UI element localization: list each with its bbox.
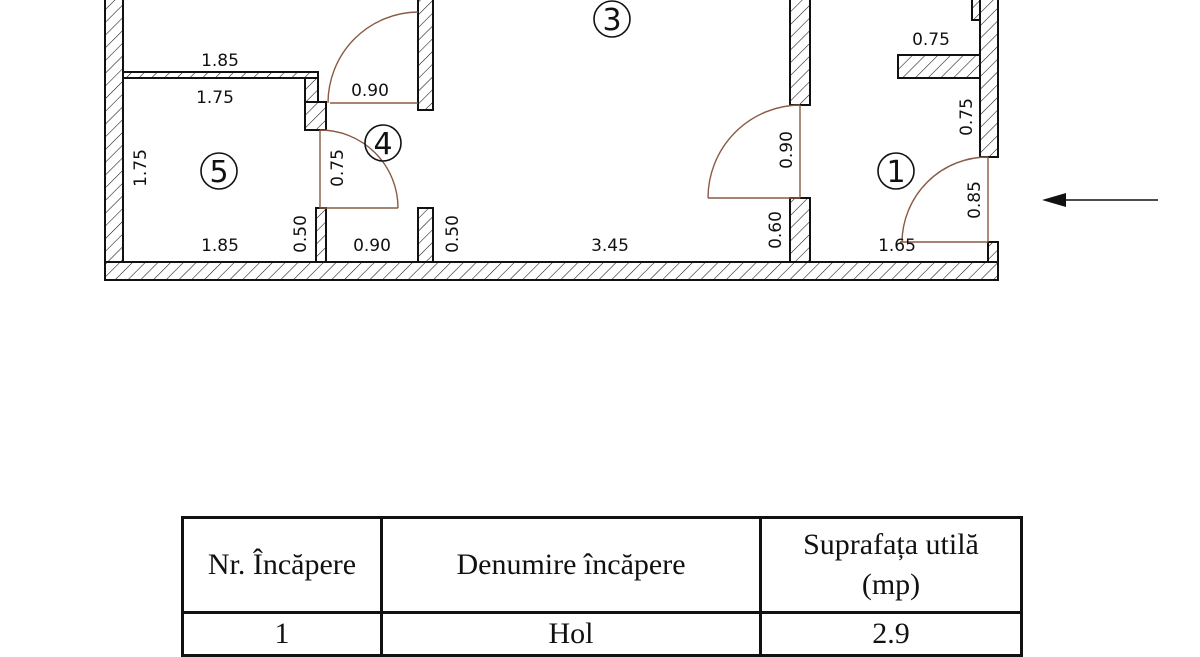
wall-room3-right-upper: [789, 0, 811, 106]
wall-right-outer-lower: [987, 241, 999, 263]
wall-right-outer-upper: [979, 0, 999, 158]
wall-room3-left-lower: [417, 207, 434, 263]
dimension-label: 1.85: [201, 236, 239, 256]
header-usable-area-line2: (mp): [861, 568, 921, 601]
room-labels: 3 4 5 1: [200, 0, 915, 190]
room-label-4: 4: [373, 127, 392, 162]
dimension-label: 0.90: [353, 236, 391, 256]
wall-room4-stub: [304, 101, 327, 131]
header-room-name-text: Denumire încăpere: [456, 548, 686, 581]
wall-room4-left-upper: [304, 77, 319, 103]
header-room-number: Nr. Încăpere: [181, 516, 383, 614]
wall-room1-shelf: [897, 54, 981, 79]
dimension-label: 0.75: [912, 30, 950, 50]
floor-plan: 3 4 5 1 1.85 1.75 0.90 0.75 0.75 1.75 0.…: [104, 0, 1158, 281]
dimension-label: 0.90: [351, 81, 389, 101]
dimension-label: 1.75: [131, 149, 151, 187]
wall-room3-left-upper: [417, 0, 434, 111]
cell-room-name-text: Hol: [548, 617, 594, 650]
room-label-5: 5: [209, 155, 228, 190]
dimension-label: 0.75: [328, 149, 348, 187]
door-room4: [319, 129, 399, 209]
dimension-label: 0.60: [766, 211, 786, 249]
dimension-label: 0.90: [777, 131, 797, 169]
table-header-row: Nr. Încăpere Denumire încăpere Suprafața…: [181, 516, 1023, 614]
dimension-label: 0.75: [957, 98, 977, 136]
wall-room4-left-lower: [315, 207, 327, 263]
dimension-label: 1.75: [196, 88, 234, 108]
door-room1-entrance: [900, 156, 989, 243]
header-usable-area-line1: Suprafața utilă: [803, 528, 979, 561]
cell-room-number: 1: [181, 611, 383, 657]
header-usable-area: Suprafața utilă (mp): [759, 516, 1023, 614]
cell-room-number-text: 1: [274, 617, 290, 650]
doors: [319, 11, 989, 243]
entrance-arrow-icon: [1042, 193, 1158, 207]
dimension-label: 3.45: [591, 236, 629, 256]
cell-room-area: 2.9: [759, 611, 1023, 657]
header-room-number-text: Nr. Încăpere: [207, 548, 357, 581]
wall-bottom-outer: [104, 261, 999, 281]
door-room3-right: [707, 104, 801, 199]
dimension-label: 0.50: [291, 215, 311, 253]
cell-room-area-text: 2.9: [872, 617, 910, 650]
walls: [104, 0, 999, 281]
dimension-label: 1.85: [201, 51, 239, 71]
dimension-labels: 1.85 1.75 0.90 0.75 0.75 1.75 0.75 0.90 …: [131, 30, 985, 256]
wall-room1-upper-stub: [971, 0, 981, 21]
room-table: Nr. Încăpere Denumire încăpere Suprafața…: [181, 516, 1023, 657]
header-room-name: Denumire încăpere: [380, 516, 762, 614]
table-row: 1 Hol 2.9: [181, 611, 1023, 657]
room-label-3: 3: [602, 3, 621, 38]
wall-room3-right-lower: [789, 197, 811, 263]
dimension-label: 1.65: [878, 236, 916, 256]
room-label-1: 1: [886, 155, 905, 190]
door-room3-to-room4: [327, 11, 419, 104]
dimension-label: 0.85: [965, 181, 985, 219]
dimension-label: 0.50: [443, 215, 463, 253]
wall-room5-top: [122, 71, 319, 79]
wall-left-outer: [104, 0, 124, 281]
cell-room-name: Hol: [380, 611, 762, 657]
